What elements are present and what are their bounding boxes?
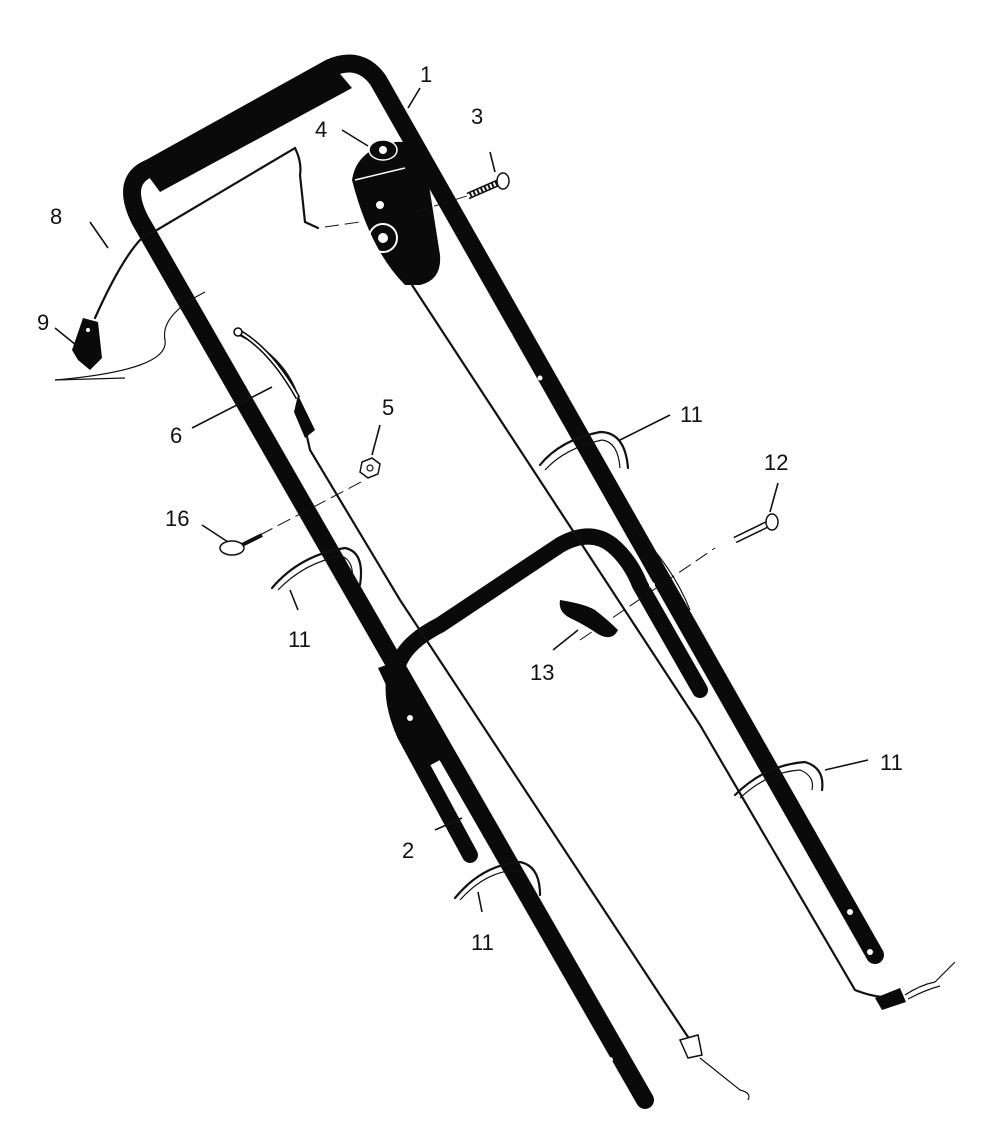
cable-boot bbox=[233, 327, 315, 438]
pivot-bracket bbox=[54, 291, 206, 381]
callout-9: 9 bbox=[37, 310, 49, 335]
eye-bolt bbox=[219, 533, 263, 556]
callout-1: 1 bbox=[420, 62, 432, 87]
callout-13: 13 bbox=[530, 660, 554, 685]
callout-labels: 1 2 3 4 5 6 8 9 11 11 11 11 12 13 16 bbox=[37, 62, 903, 955]
callout-11-top-right: 11 bbox=[680, 402, 703, 427]
carriage-bolt bbox=[466, 172, 510, 200]
handle-bracket bbox=[378, 660, 440, 768]
leader-lines bbox=[54, 87, 869, 913]
control-box bbox=[352, 139, 441, 285]
callout-6: 6 bbox=[170, 423, 182, 448]
callout-2: 2 bbox=[402, 838, 414, 863]
callout-11-bottom: 11 bbox=[471, 930, 494, 955]
lower-handle bbox=[378, 528, 708, 863]
callout-16: 16 bbox=[165, 506, 189, 531]
callout-5: 5 bbox=[382, 395, 394, 420]
callout-8: 8 bbox=[50, 204, 62, 229]
callout-11-right: 11 bbox=[880, 750, 903, 775]
callout-4: 4 bbox=[315, 117, 327, 142]
cable-end-fittings bbox=[678, 961, 956, 1101]
shoulder-bolt bbox=[733, 513, 779, 544]
callout-3: 3 bbox=[471, 104, 483, 129]
callout-11-left: 11 bbox=[288, 627, 311, 652]
cable-ties bbox=[270, 430, 824, 901]
wing-knob bbox=[559, 600, 618, 638]
callout-12: 12 bbox=[764, 450, 788, 475]
handle-grip bbox=[140, 62, 352, 192]
hex-nut bbox=[359, 457, 381, 479]
